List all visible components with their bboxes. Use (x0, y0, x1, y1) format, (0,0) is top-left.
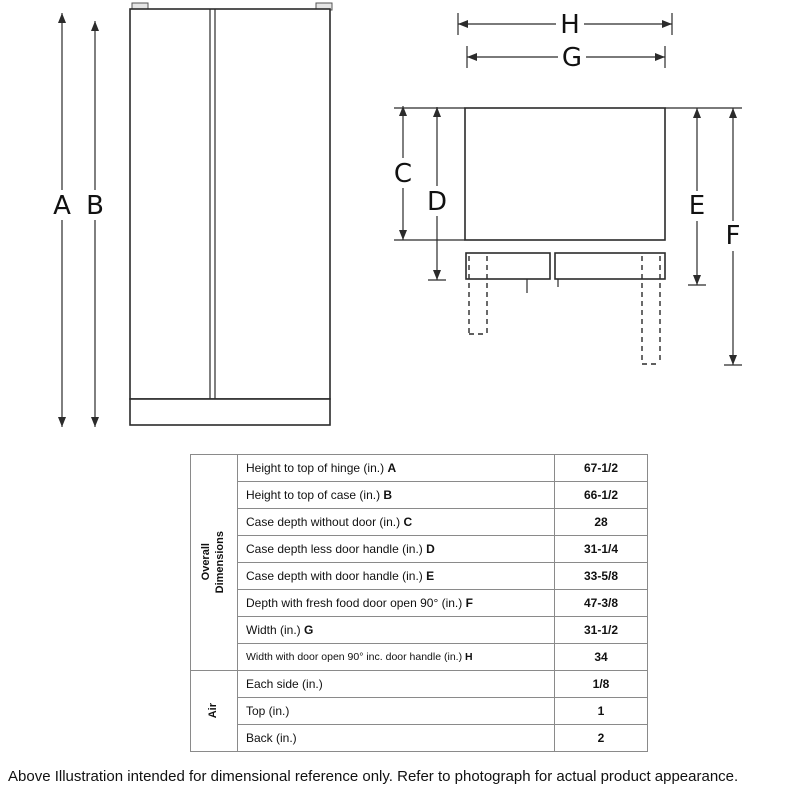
fresh-food-door (465, 252, 551, 280)
dim-desc: Height to top of case (in.) B (237, 481, 555, 509)
dim-label-e: E (689, 191, 705, 221)
dim-value: 2 (554, 724, 648, 752)
refrigerator-dimension-diagram: A B (48, 2, 747, 427)
table-row: Overall Dimensions Height to top of hing… (190, 454, 648, 671)
table-row: Top (in.) 1 (191, 697, 648, 725)
dim-value: 1/8 (554, 670, 648, 698)
table-row: Case depth without door (in.) C 28 (191, 508, 648, 536)
front-view: A B (48, 2, 333, 427)
dim-label-f: F (726, 221, 741, 251)
dim-label-h: H (560, 10, 580, 40)
dim-value: 67-1/2 (554, 454, 648, 482)
fridge-base (129, 398, 331, 426)
group-label-overall-dimensions: Overall Dimensions (190, 454, 238, 671)
dim-value: 66-1/2 (554, 481, 648, 509)
dim-desc: Top (in.) (237, 697, 555, 725)
dim-desc: Width with door open 90° inc. door handl… (237, 643, 555, 671)
top-view: H G C D E (389, 8, 747, 366)
table-row: Case depth less door handle (in.) D 31-1… (191, 535, 648, 563)
caption: Above Illustration intended for dimensio… (8, 768, 739, 785)
dim-value: 34 (554, 643, 648, 671)
table-row: Case depth with door handle (in.) E 33-5… (191, 562, 648, 590)
dim-value: 1 (554, 697, 648, 725)
handle-swing-left (468, 256, 488, 335)
dim-arrow-e: E (683, 108, 711, 285)
table-row: Width with door open 90° inc. door handl… (191, 643, 648, 671)
table-row: Back (in.) 2 (191, 724, 648, 752)
dim-desc: Each side (in.) (237, 670, 555, 698)
dim-desc: Case depth with door handle (in.) E (237, 562, 555, 590)
dim-value: 31-1/4 (554, 535, 648, 563)
dim-value: 47-3/8 (554, 589, 648, 617)
dim-arrow-g: G (467, 42, 665, 73)
dim-arrow-d: D (423, 107, 451, 280)
table-row: Depth with fresh food door open 90° (in.… (191, 589, 648, 617)
dim-key: B (383, 488, 393, 502)
dimensions-table: Overall Dimensions Height to top of hing… (190, 454, 648, 752)
dim-key: G (304, 623, 314, 637)
dim-arrow-c: C (389, 106, 417, 240)
dim-key: F (465, 596, 473, 610)
dim-value: 31-1/2 (554, 616, 648, 644)
dim-key: D (426, 542, 435, 556)
dim-desc: Case depth without door (in.) C (237, 508, 555, 536)
dim-key: H (465, 651, 473, 663)
freezer-door (554, 252, 666, 280)
dim-desc: Width (in.) G (237, 616, 555, 644)
table-row: Width (in.) G 31-1/2 (191, 616, 648, 644)
case-outline (464, 107, 666, 241)
table-row: Air Each side (in.) 1/8 (190, 670, 648, 752)
handle-swing-right (641, 256, 661, 365)
dim-label-a: A (53, 191, 71, 221)
dim-arrow-f: F (719, 108, 747, 365)
dim-desc: Back (in.) (237, 724, 555, 752)
dim-value: 33-5/8 (554, 562, 648, 590)
dim-label-g: G (562, 43, 582, 73)
dim-label-d: D (427, 187, 447, 217)
dim-label-b: B (86, 191, 104, 221)
dim-desc: Depth with fresh food door open 90° (in.… (237, 589, 555, 617)
dim-label-c: C (394, 159, 412, 189)
dim-desc: Case depth less door handle (in.) D (237, 535, 555, 563)
dim-key: E (426, 569, 435, 583)
dim-arrow-b: B (81, 21, 109, 427)
dim-value: 28 (554, 508, 648, 536)
dim-arrow-a: A (48, 13, 76, 427)
dim-key: A (387, 461, 397, 475)
group-label-air: Air (190, 670, 238, 752)
table-row: Height to top of case (in.) B 66-1/2 (191, 481, 648, 509)
fridge-body (129, 8, 331, 400)
dim-desc: Height to top of hinge (in.) A (237, 454, 555, 482)
dim-key: C (403, 515, 413, 529)
dim-arrow-h: H (458, 8, 672, 40)
